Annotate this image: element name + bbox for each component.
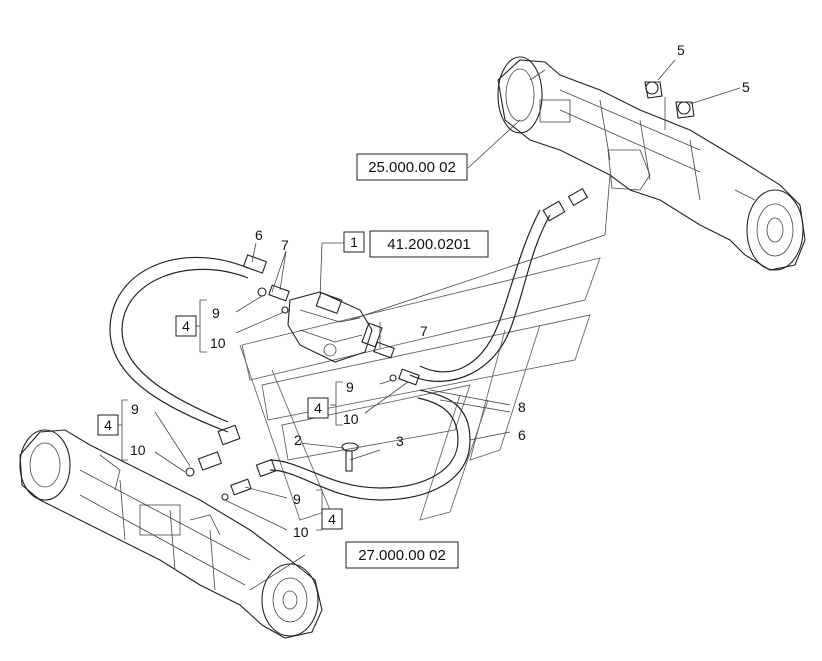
callout-9b: 9 — [346, 379, 354, 395]
callout-10c: 10 — [130, 442, 146, 458]
callout-10b: 10 — [343, 411, 359, 427]
callout-box-4c: 4 — [97, 414, 119, 436]
rear-axle-drawing — [19, 429, 323, 639]
callout-box-4b: 4 — [307, 397, 329, 419]
valve-block — [287, 291, 383, 363]
reference-front-axle: 25.000.00 02 — [356, 153, 468, 181]
reference-rear-axle-text: 27.000.00 02 — [358, 547, 446, 564]
callout-3: 3 — [396, 433, 404, 449]
callout-8: 8 — [518, 399, 526, 415]
callout-4c: 4 — [104, 417, 112, 433]
callout-box-4d: 4 — [321, 508, 343, 530]
callout-4d: 4 — [328, 511, 336, 527]
callout-6b: 6 — [518, 427, 526, 443]
leader-lines — [154, 59, 741, 591]
reference-front-axle-text: 25.000.00 02 — [368, 159, 456, 176]
callout-9c: 9 — [131, 401, 139, 417]
reference-valve: 41.200.0201 — [369, 230, 489, 258]
callout-10a: 10 — [210, 335, 226, 351]
front-axle-drawing — [497, 56, 806, 271]
callout-5b: 5 — [742, 79, 750, 95]
callout-7a: 7 — [281, 237, 289, 253]
fittings — [185, 81, 695, 501]
callout-4a: 4 — [182, 318, 190, 334]
callout-box-4a: 4 — [175, 315, 197, 337]
hoses — [109, 209, 551, 501]
callout-7b: 7 — [420, 323, 428, 339]
reference-valve-text: 41.200.0201 — [387, 236, 470, 253]
callout-4b: 4 — [314, 400, 322, 416]
callout-6a: 6 — [255, 227, 263, 243]
ghost-logo — [239, 257, 601, 521]
callout-9a: 9 — [212, 305, 220, 321]
callout-10d: 10 — [293, 524, 309, 540]
callout-9d: 9 — [293, 491, 301, 507]
reference-rear-axle: 27.000.00 02 — [345, 541, 459, 569]
callout-1: 1 — [350, 234, 358, 250]
callout-5a: 5 — [677, 42, 685, 58]
callout-2: 2 — [294, 432, 302, 448]
group-brackets — [118, 299, 343, 531]
callout-box-1: 1 — [343, 231, 365, 253]
